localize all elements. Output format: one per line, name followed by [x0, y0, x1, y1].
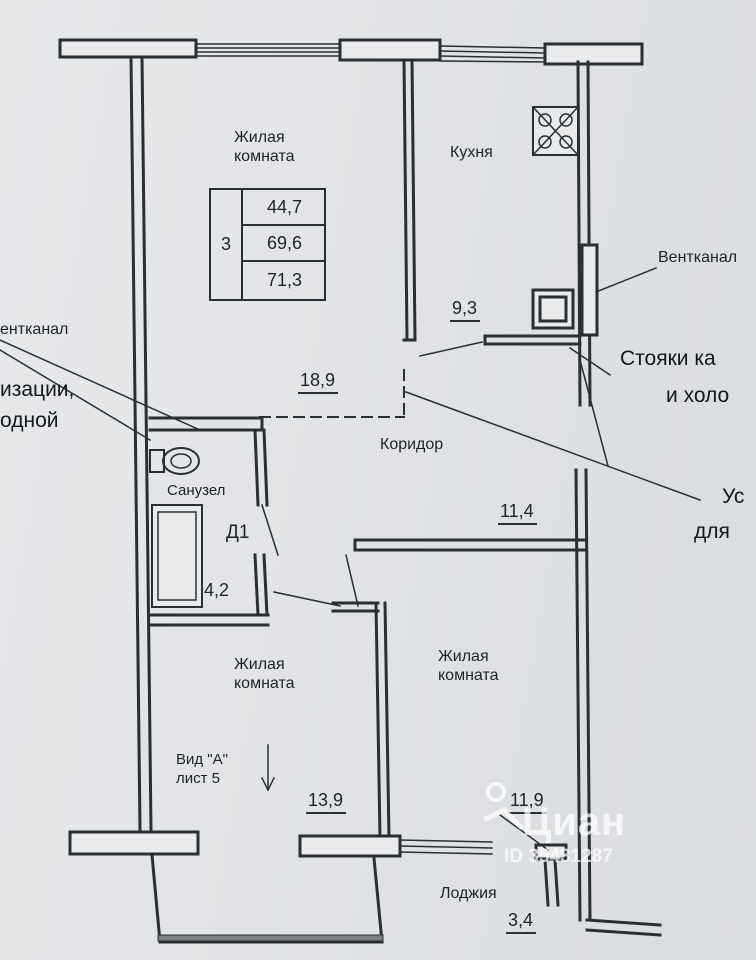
area-loggia: 3,4 — [506, 910, 537, 934]
callout-ventkanal-left: ентканал — [0, 321, 69, 338]
callout-right-line1: Ус — [722, 485, 745, 508]
total-area-value: 69,6 — [243, 226, 326, 262]
room-label-living-large: Жилая комната — [234, 129, 295, 166]
room-label-bathroom: Санузел — [167, 482, 226, 499]
room-label-loggia: Лоджия — [440, 885, 497, 902]
area-corridor: 11,4 — [498, 501, 537, 525]
callout-ventkanal-right: Вентканал — [658, 249, 738, 266]
room-label-corridor: Коридор — [380, 436, 444, 453]
living-area-value: 44,7 — [243, 190, 326, 226]
top-wall-segment — [58, 38, 198, 59]
callout-risers-line2: и холо — [666, 384, 730, 407]
callout-left-line1: изации, — [0, 378, 75, 401]
room-label-living-left: Жилая комната — [234, 656, 295, 693]
callout-left-line2: одной — [0, 409, 59, 432]
callout-risers-line1: Стояки ка — [620, 347, 716, 370]
room-label-living-right: Жилая комната — [438, 648, 499, 685]
area-living-large: 18,9 — [298, 370, 339, 394]
total-area-with-loggia-value: 71,3 — [266, 269, 303, 290]
cian-watermark: Циан ID 35431287 — [482, 780, 682, 870]
view-note-line2: лист 5 — [176, 770, 221, 787]
door-label-d1: Д1 — [226, 522, 250, 543]
area-living-right: 11,9 — [508, 790, 547, 814]
area-bathroom: 4,2 — [204, 580, 230, 600]
area-kitchen: 9,3 — [450, 298, 481, 322]
cian-logo-icon — [482, 782, 524, 830]
watermark-id: ID 35431287 — [504, 846, 613, 867]
rooms-count: 3 — [211, 190, 243, 299]
room-label-kitchen: Кухня — [450, 144, 493, 161]
top-wall-segment — [338, 38, 442, 62]
area-living-left: 13,9 — [306, 790, 347, 814]
callout-right-line2: для — [694, 520, 730, 543]
view-note-line1: Вид "А" — [176, 751, 228, 768]
top-wall-segment — [543, 42, 644, 66]
area-summary-table: 3 44,7 69,6 71,3 — [209, 188, 326, 301]
watermark-brand: Циан — [522, 800, 627, 844]
